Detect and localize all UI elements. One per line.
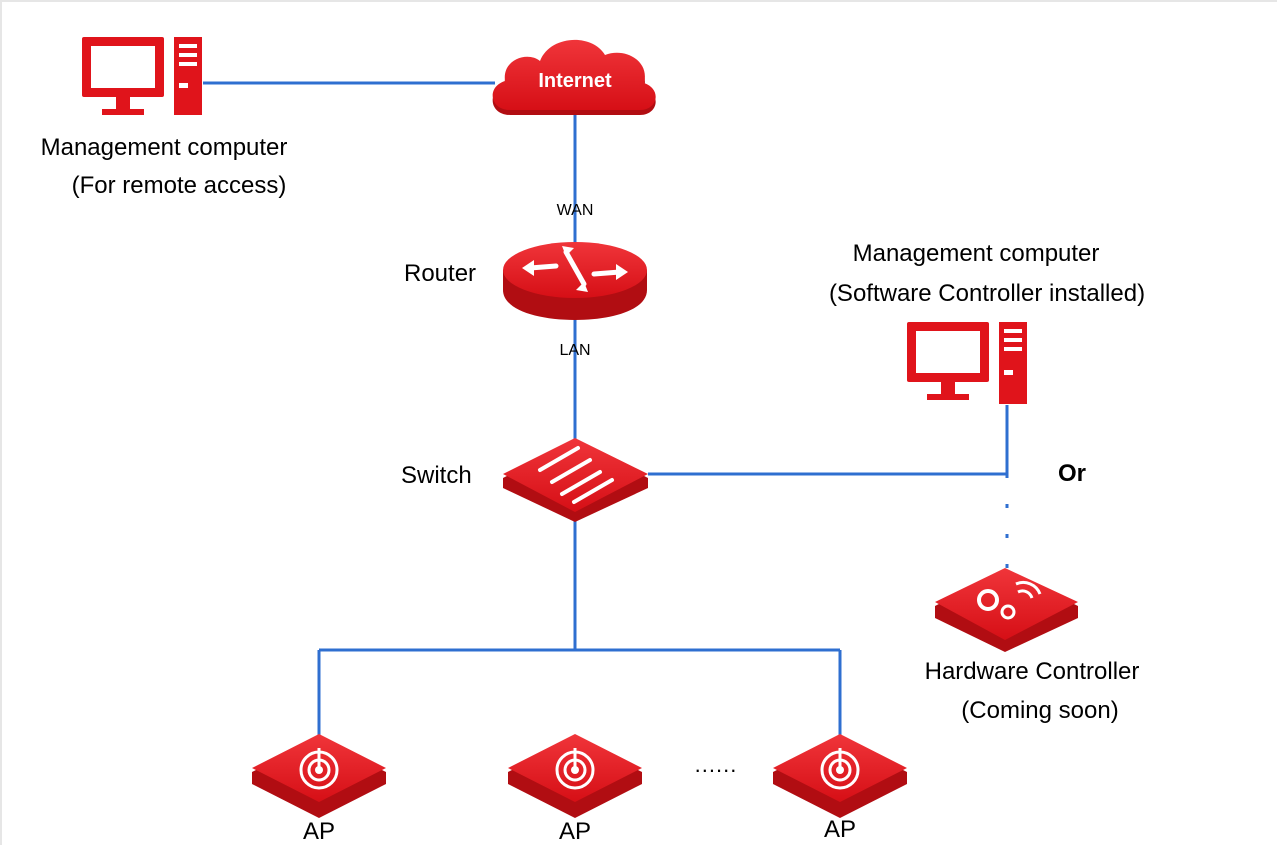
connection-lines — [203, 81, 1009, 740]
or-label: Or — [1058, 460, 1087, 487]
access-point-icon — [252, 734, 386, 818]
ap-label-1: AP — [302, 818, 336, 845]
switch-label: Switch — [401, 462, 472, 489]
access-point-icon — [508, 734, 642, 818]
top-border — [0, 0, 1277, 2]
hardware-controller-label: Hardware Controller — [924, 658, 1140, 685]
software-computer-label: Management computer — [852, 240, 1100, 267]
router-label: Router — [404, 260, 477, 287]
software-computer-sublabel: (Software Controller installed) — [828, 280, 1146, 307]
remote-computer-icon — [82, 37, 202, 115]
ap-label-3: AP — [823, 816, 857, 843]
access-point-icon — [773, 734, 907, 818]
internet-label: Internet — [538, 70, 612, 92]
software-computer-icon — [907, 322, 1027, 404]
router-icon — [503, 242, 647, 320]
cloud-icon — [492, 39, 656, 115]
remote-computer-sublabel: (For remote access) — [71, 172, 287, 199]
hardware-controller-icon — [935, 568, 1078, 652]
remote-computer-label: Management computer — [40, 134, 288, 161]
ap-ellipsis: ...... — [694, 752, 738, 777]
wan-label: WAN — [556, 202, 594, 219]
hardware-controller-sublabel: (Coming soon) — [961, 697, 1119, 724]
ap-label-2: AP — [558, 818, 592, 845]
left-border — [0, 0, 2, 845]
lan-label: LAN — [559, 342, 591, 359]
switch-icon — [503, 438, 648, 522]
